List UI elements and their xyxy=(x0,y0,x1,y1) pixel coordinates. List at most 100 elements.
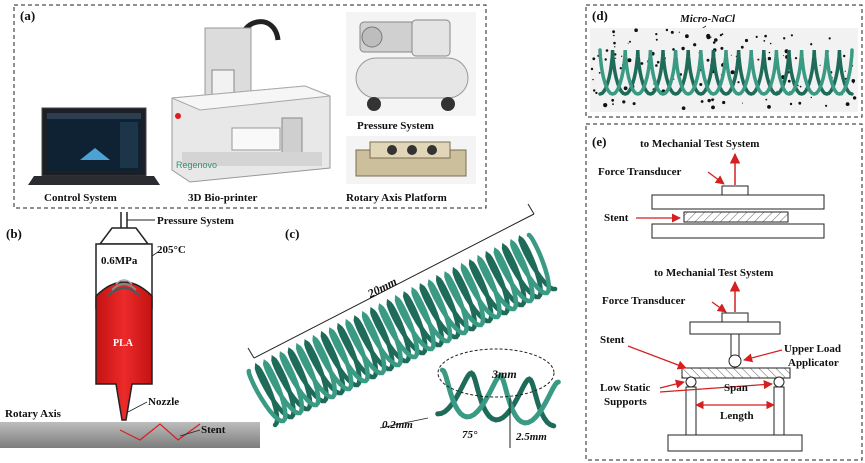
bottom-force-label: Force Transducer xyxy=(602,295,686,307)
panel-b: (b) Pressure System 0.6MPa 205°C PLA Rot… xyxy=(0,212,260,448)
nacl-particle xyxy=(614,53,617,56)
stent-b-label: Stent xyxy=(201,424,226,436)
nacl-particle xyxy=(592,78,594,81)
nacl-particle xyxy=(665,28,669,32)
nacl-particle xyxy=(737,81,740,84)
nacl-particle xyxy=(612,103,614,105)
nacl-particle xyxy=(844,70,846,72)
nacl-particle xyxy=(593,89,596,92)
nacl-particle xyxy=(721,33,724,36)
nacl-particle xyxy=(825,104,828,107)
nacl-particle xyxy=(768,51,771,54)
nacl-particle xyxy=(612,30,615,34)
panel-e: (e) to Mechanial Test System Force Trans… xyxy=(585,123,863,461)
nacl-particle xyxy=(851,79,856,83)
span-label-2: Length xyxy=(720,410,754,422)
long-stent-helix-back xyxy=(254,235,558,428)
nacl-particle xyxy=(719,34,723,37)
nacl-stent xyxy=(598,48,854,96)
nacl-particle xyxy=(782,55,784,57)
nacl-particle xyxy=(799,85,802,88)
nacl-particle xyxy=(614,46,616,48)
nacl-particle xyxy=(656,60,660,64)
nacl-particle xyxy=(611,98,615,102)
nacl-particle xyxy=(722,100,726,105)
length-dimension: 20mm xyxy=(365,274,400,301)
nacl-particle xyxy=(789,102,793,106)
nacl-particle xyxy=(595,91,598,95)
nacl-particle xyxy=(755,35,758,39)
nacl-particle xyxy=(655,64,658,67)
stent-closeup xyxy=(435,367,561,429)
nacl-particle xyxy=(655,38,658,41)
span-label-1: Span xyxy=(724,382,748,394)
nozzle-label: Nozzle xyxy=(148,396,179,408)
nacl-particle xyxy=(712,98,715,101)
panel-c-label: (c) xyxy=(285,226,299,241)
nacl-particle xyxy=(764,34,767,38)
nacl-particle xyxy=(767,56,772,61)
nacl-stent-helix-back xyxy=(598,50,854,96)
nacl-particle xyxy=(685,34,689,39)
long-stent-helix-front xyxy=(246,232,552,424)
syringe xyxy=(95,227,153,421)
nacl-particle xyxy=(810,96,812,99)
upper-load-label-1: Upper Load xyxy=(784,343,841,355)
nacl-particle xyxy=(714,38,718,42)
rotary-platform-image xyxy=(346,136,476,184)
nacl-particle xyxy=(740,45,744,49)
nacl-particle xyxy=(776,90,778,92)
bioprinter-label: 3D Bio-printer xyxy=(188,192,257,204)
nacl-particle xyxy=(604,58,607,61)
nacl-particle xyxy=(598,72,601,74)
bottom-test-system-label: to Mechanial Test System xyxy=(654,267,773,279)
material-label: PLA xyxy=(113,338,134,349)
nacl-particle xyxy=(681,106,686,110)
nacl-particle xyxy=(699,83,703,86)
pressure-system-label: Pressure System xyxy=(357,120,434,132)
rotary-axis-label: Rotary Axis xyxy=(5,408,62,420)
panel-e-label: (e) xyxy=(592,134,606,149)
nacl-particle xyxy=(706,33,711,39)
closeup-helix-back xyxy=(435,370,557,429)
nacl-particle xyxy=(720,46,724,50)
nacl-particle xyxy=(783,37,786,40)
nacl-particle xyxy=(763,40,766,42)
nacl-particle xyxy=(810,43,813,46)
nacl-particle xyxy=(590,67,594,71)
low-static-label-2: Supports xyxy=(604,396,648,408)
strut-dimension: 0.2mm xyxy=(382,419,413,431)
nacl-particle xyxy=(794,57,798,60)
nacl-particle xyxy=(742,102,743,104)
nacl-particle xyxy=(627,42,629,44)
nacl-particle xyxy=(700,100,704,103)
nacl-particle xyxy=(765,98,768,101)
nacl-particle xyxy=(615,57,617,59)
nacl-particle xyxy=(603,103,608,108)
panel-d-label: (d) xyxy=(592,8,608,23)
angle-dimension: 75° xyxy=(462,429,478,441)
nacl-particle xyxy=(828,37,831,40)
nacl-particle xyxy=(843,54,846,58)
printer-brand: Regenovo xyxy=(176,160,217,170)
nacl-particle xyxy=(613,41,616,45)
nacl-particle xyxy=(707,98,711,103)
panel-a-label: (a) xyxy=(20,8,35,23)
bottom-stent-label: Stent xyxy=(600,334,625,346)
nacl-particle xyxy=(622,100,626,104)
nacl-particle xyxy=(693,43,697,47)
nacl-particle xyxy=(640,62,644,65)
long-stent xyxy=(246,232,558,428)
nacl-particle xyxy=(619,67,622,70)
nacl-particle xyxy=(730,54,732,56)
pressure-value: 0.6MPa xyxy=(101,255,138,267)
nacl-particle xyxy=(623,86,628,91)
nacl-stent-helix-front xyxy=(598,48,854,96)
pitch-dimension: 2.5mm xyxy=(515,431,547,443)
micro-nacl-label: Micro-NaCl xyxy=(679,13,736,25)
rotary-platform-label: Rotary Axis Platform xyxy=(346,192,447,204)
nacl-particle xyxy=(711,105,715,110)
nacl-particle xyxy=(621,55,623,57)
pressure-system-image xyxy=(346,12,476,116)
